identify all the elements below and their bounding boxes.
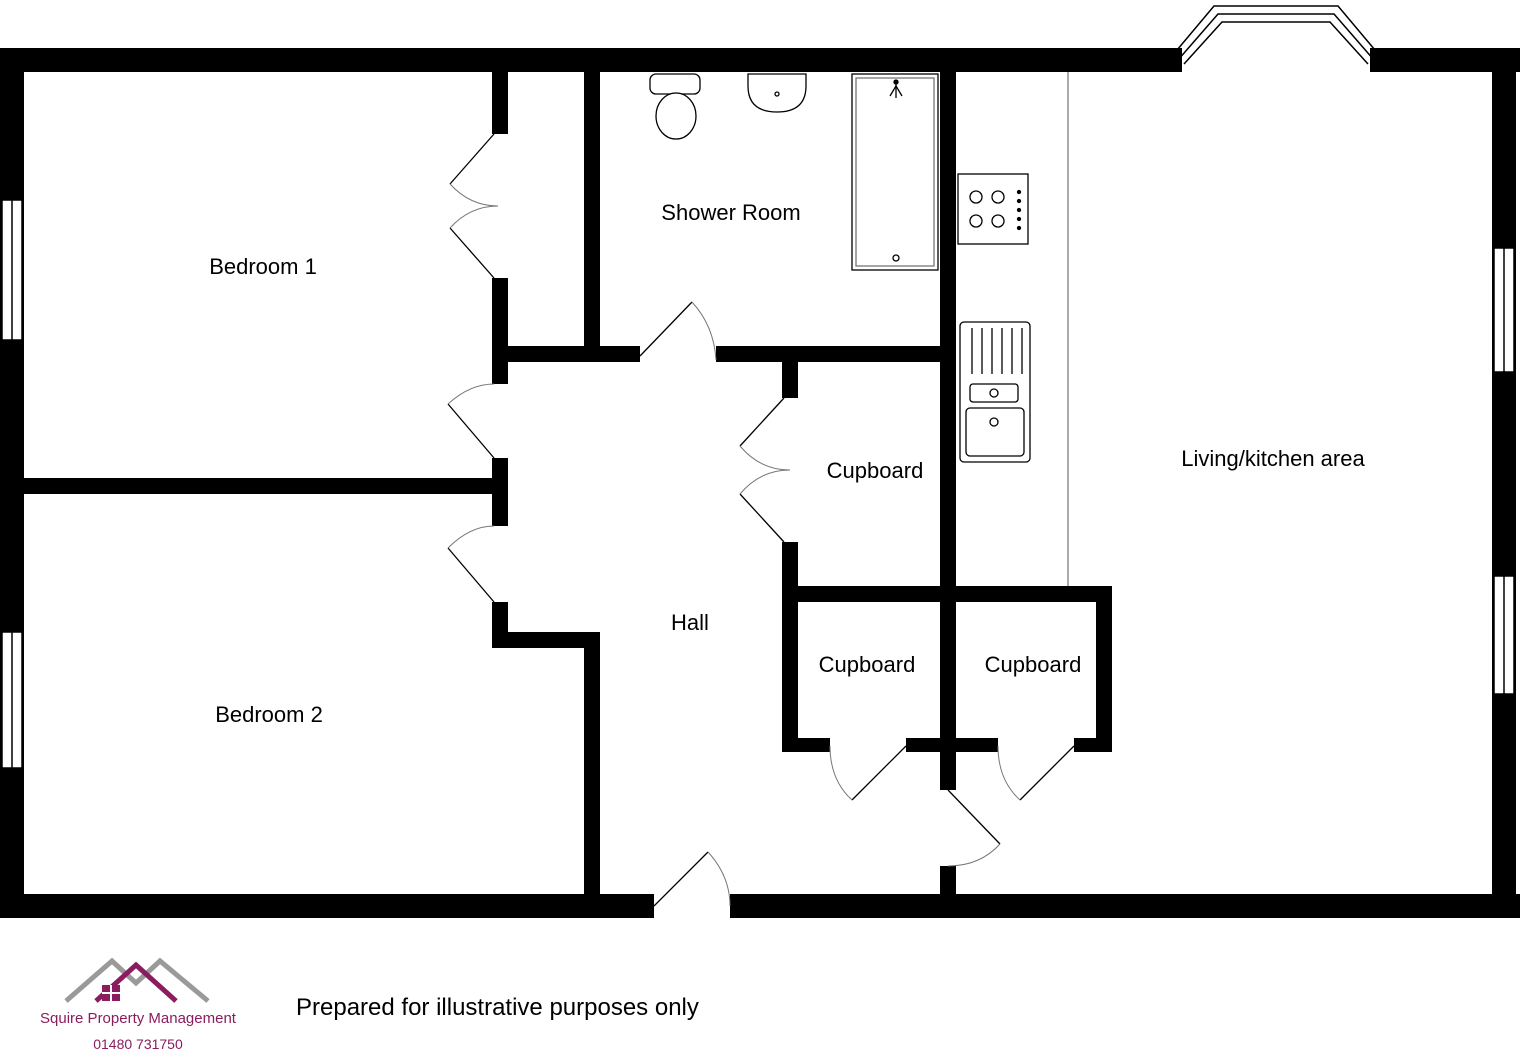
interior-walls [24, 72, 1112, 894]
doors [447, 133, 1075, 907]
windows [1, 199, 1515, 769]
living-kitchen-label: Living/kitchen area [1181, 446, 1365, 471]
hob-icon [957, 173, 1029, 245]
hall-label: Hall [671, 610, 709, 635]
cupboard-right-label: Cupboard [985, 652, 1082, 677]
cupboard-left-label: Cupboard [819, 652, 916, 677]
bay-window [1171, 5, 1381, 65]
kitchen-fixtures [957, 173, 1031, 463]
bathroom-fixtures [649, 73, 939, 271]
outer-walls [0, 48, 1520, 918]
brand-logo-icon [64, 957, 210, 1003]
brand-name: Squire Property Management [40, 1010, 236, 1027]
bedroom-1-label: Bedroom 1 [209, 254, 317, 279]
bedroom-2-label: Bedroom 2 [215, 702, 323, 727]
brand-phone: 01480 731750 [93, 1036, 183, 1052]
cupboard-upper-label: Cupboard [827, 458, 924, 483]
shower-room-label: Shower Room [661, 200, 800, 225]
toilet-icon [649, 73, 701, 140]
sink-icon [747, 73, 807, 113]
bathtub-icon [851, 73, 939, 271]
kitchen-sink-icon [959, 321, 1031, 463]
disclaimer-text: Prepared for illustrative purposes only [296, 994, 699, 1021]
